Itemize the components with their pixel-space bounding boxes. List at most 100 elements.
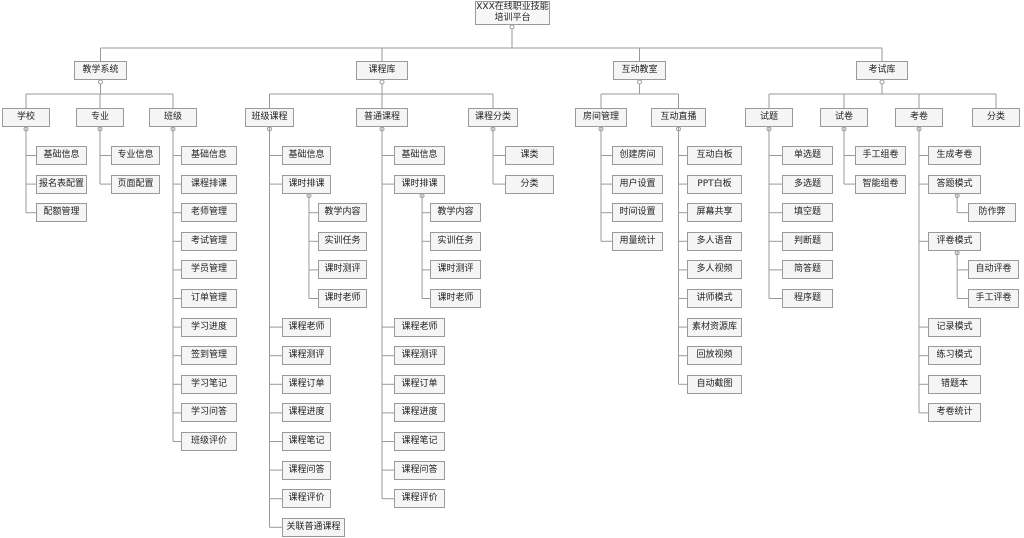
group-node[interactable]: 试卷 — [820, 108, 868, 127]
sub-leaf-node[interactable]: 实训任务 — [430, 231, 481, 251]
leaf-node[interactable]: 单选题 — [782, 146, 833, 165]
leaf-node[interactable]: 课程排课 — [181, 174, 237, 194]
group-node[interactable]: 学校 — [2, 108, 50, 127]
leaf-node[interactable]: 配额管理 — [36, 203, 87, 223]
sub-leaf-node[interactable]: 防作弊 — [968, 203, 1016, 223]
sub-leaf-node-label: 手工评卷 — [975, 293, 1012, 303]
leaf-node[interactable]: 基础信息 — [394, 146, 445, 165]
sub-leaf-node[interactable]: 实训任务 — [318, 231, 367, 251]
module-node[interactable]: 互动教室 — [613, 61, 666, 80]
group-node[interactable]: 专业 — [76, 108, 124, 127]
leaf-node[interactable]: 程序题 — [782, 289, 833, 308]
leaf-node[interactable]: 多人视频 — [687, 260, 742, 280]
leaf-node[interactable]: 手工组卷 — [855, 146, 906, 165]
leaf-node[interactable]: 练习模式 — [928, 346, 981, 366]
leaf-node-label: 课时排课 — [288, 178, 325, 189]
leaf-node[interactable]: 判断题 — [782, 231, 833, 251]
leaf-node[interactable]: 评卷模式 — [928, 231, 981, 251]
module-node[interactable]: 教学系统 — [74, 61, 127, 80]
leaf-node[interactable]: 创建房间 — [612, 146, 663, 165]
sub-leaf-node-label: 课时测评 — [437, 264, 474, 275]
leaf-node[interactable]: PPT白板 — [687, 174, 742, 194]
root-node[interactable]: XXX在线职业技能 培训平台 — [475, 1, 550, 25]
leaf-node[interactable]: 课程评价 — [282, 489, 331, 509]
leaf-node[interactable]: 课程订单 — [282, 374, 331, 394]
leaf-node[interactable]: 课程测评 — [282, 346, 331, 366]
leaf-node[interactable]: 回放视频 — [687, 346, 742, 366]
leaf-node[interactable]: 课程笔记 — [282, 432, 331, 451]
leaf-node[interactable]: 基础信息 — [282, 146, 331, 165]
leaf-node[interactable]: 错题本 — [928, 374, 981, 394]
sub-leaf-node-label: 教学内容 — [437, 207, 474, 218]
group-node[interactable]: 班级 — [149, 108, 197, 127]
leaf-node[interactable]: 关联普通课程 — [282, 517, 345, 537]
leaf-node[interactable]: 考试管理 — [181, 231, 237, 251]
leaf-node-label: 记录模式 — [936, 321, 973, 332]
leaf-node[interactable]: 基础信息 — [36, 146, 87, 165]
leaf-node[interactable]: 老师管理 — [181, 203, 237, 223]
group-node[interactable]: 班级课程 — [245, 108, 294, 127]
leaf-node[interactable]: 课时排课 — [282, 174, 331, 194]
group-node[interactable]: 课程分类 — [468, 108, 518, 127]
leaf-node[interactable]: 记录模式 — [928, 317, 981, 337]
leaf-node[interactable]: 答题模式 — [928, 174, 981, 194]
leaf-node[interactable]: 智能组卷 — [855, 174, 906, 194]
leaf-node[interactable]: 课程进度 — [394, 403, 445, 423]
leaf-node[interactable]: 报名表配置 — [36, 174, 87, 194]
group-node[interactable]: 分类 — [972, 108, 1020, 127]
group-node[interactable]: 互动直播 — [651, 108, 706, 127]
group-node[interactable]: 考卷 — [895, 108, 943, 127]
sub-leaf-node[interactable]: 手工评卷 — [968, 289, 1019, 308]
group-node-label: 班级 — [163, 112, 182, 122]
leaf-node[interactable]: 课程笔记 — [394, 432, 445, 451]
leaf-node[interactable]: 互动白板 — [687, 146, 742, 165]
leaf-node[interactable]: 学习笔记 — [181, 374, 237, 394]
leaf-node[interactable]: 多选题 — [782, 174, 833, 194]
leaf-node[interactable]: 课时排课 — [394, 174, 445, 194]
sub-leaf-node[interactable]: 课时测评 — [430, 260, 481, 280]
leaf-node[interactable]: 课程测评 — [394, 346, 445, 366]
leaf-node[interactable]: 课程评价 — [394, 489, 445, 509]
module-node[interactable]: 课程库 — [356, 61, 408, 80]
leaf-node[interactable]: 自动截图 — [687, 374, 742, 394]
leaf-node[interactable]: 学习进度 — [181, 317, 237, 337]
leaf-node[interactable]: 分类 — [505, 174, 554, 194]
leaf-node[interactable]: 课程进度 — [282, 403, 331, 423]
group-node[interactable]: 房间管理 — [575, 108, 627, 127]
leaf-node[interactable]: 学习问答 — [181, 403, 237, 423]
leaf-node[interactable]: 课程老师 — [282, 317, 331, 337]
leaf-node[interactable]: 课程问答 — [282, 460, 331, 480]
leaf-node-label: 课程进度 — [401, 407, 438, 418]
sub-leaf-node[interactable]: 自动评卷 — [968, 260, 1019, 280]
sub-leaf-node[interactable]: 教学内容 — [430, 203, 481, 223]
leaf-node[interactable]: 用户设置 — [612, 174, 663, 194]
leaf-node[interactable]: 学员管理 — [181, 260, 237, 280]
group-node[interactable]: 普通课程 — [356, 108, 408, 127]
leaf-node[interactable]: 用量统计 — [612, 231, 663, 251]
leaf-node[interactable]: 课类 — [505, 146, 554, 165]
leaf-node[interactable]: 页面配置 — [111, 174, 160, 194]
leaf-node[interactable]: 订单管理 — [181, 289, 237, 308]
leaf-node[interactable]: 签到管理 — [181, 346, 237, 366]
sub-leaf-node[interactable]: 课时测评 — [318, 260, 367, 280]
leaf-node[interactable]: 基础信息 — [181, 146, 237, 165]
leaf-node[interactable]: 课程订单 — [394, 374, 445, 394]
leaf-node[interactable]: 屏幕共享 — [687, 203, 742, 223]
leaf-node[interactable]: 填空题 — [782, 203, 833, 223]
leaf-node[interactable]: 课程问答 — [394, 460, 445, 480]
module-node[interactable]: 考试库 — [856, 61, 908, 80]
leaf-node[interactable]: 素材资源库 — [687, 317, 742, 337]
sub-leaf-node[interactable]: 课时老师 — [430, 289, 481, 308]
leaf-node[interactable]: 专业信息 — [111, 146, 160, 165]
leaf-node[interactable]: 时间设置 — [612, 203, 663, 223]
leaf-node[interactable]: 班级评价 — [181, 432, 237, 451]
sub-leaf-node[interactable]: 课时老师 — [318, 289, 367, 308]
leaf-node[interactable]: 考卷统计 — [928, 403, 981, 423]
leaf-node[interactable]: 讲师模式 — [687, 289, 742, 308]
sub-leaf-node[interactable]: 教学内容 — [318, 203, 367, 223]
leaf-node[interactable]: 多人语音 — [687, 231, 742, 251]
leaf-node[interactable]: 课程老师 — [394, 317, 445, 337]
group-node[interactable]: 试题 — [745, 108, 793, 127]
leaf-node[interactable]: 生成考卷 — [928, 146, 981, 165]
leaf-node[interactable]: 简答题 — [782, 260, 833, 280]
